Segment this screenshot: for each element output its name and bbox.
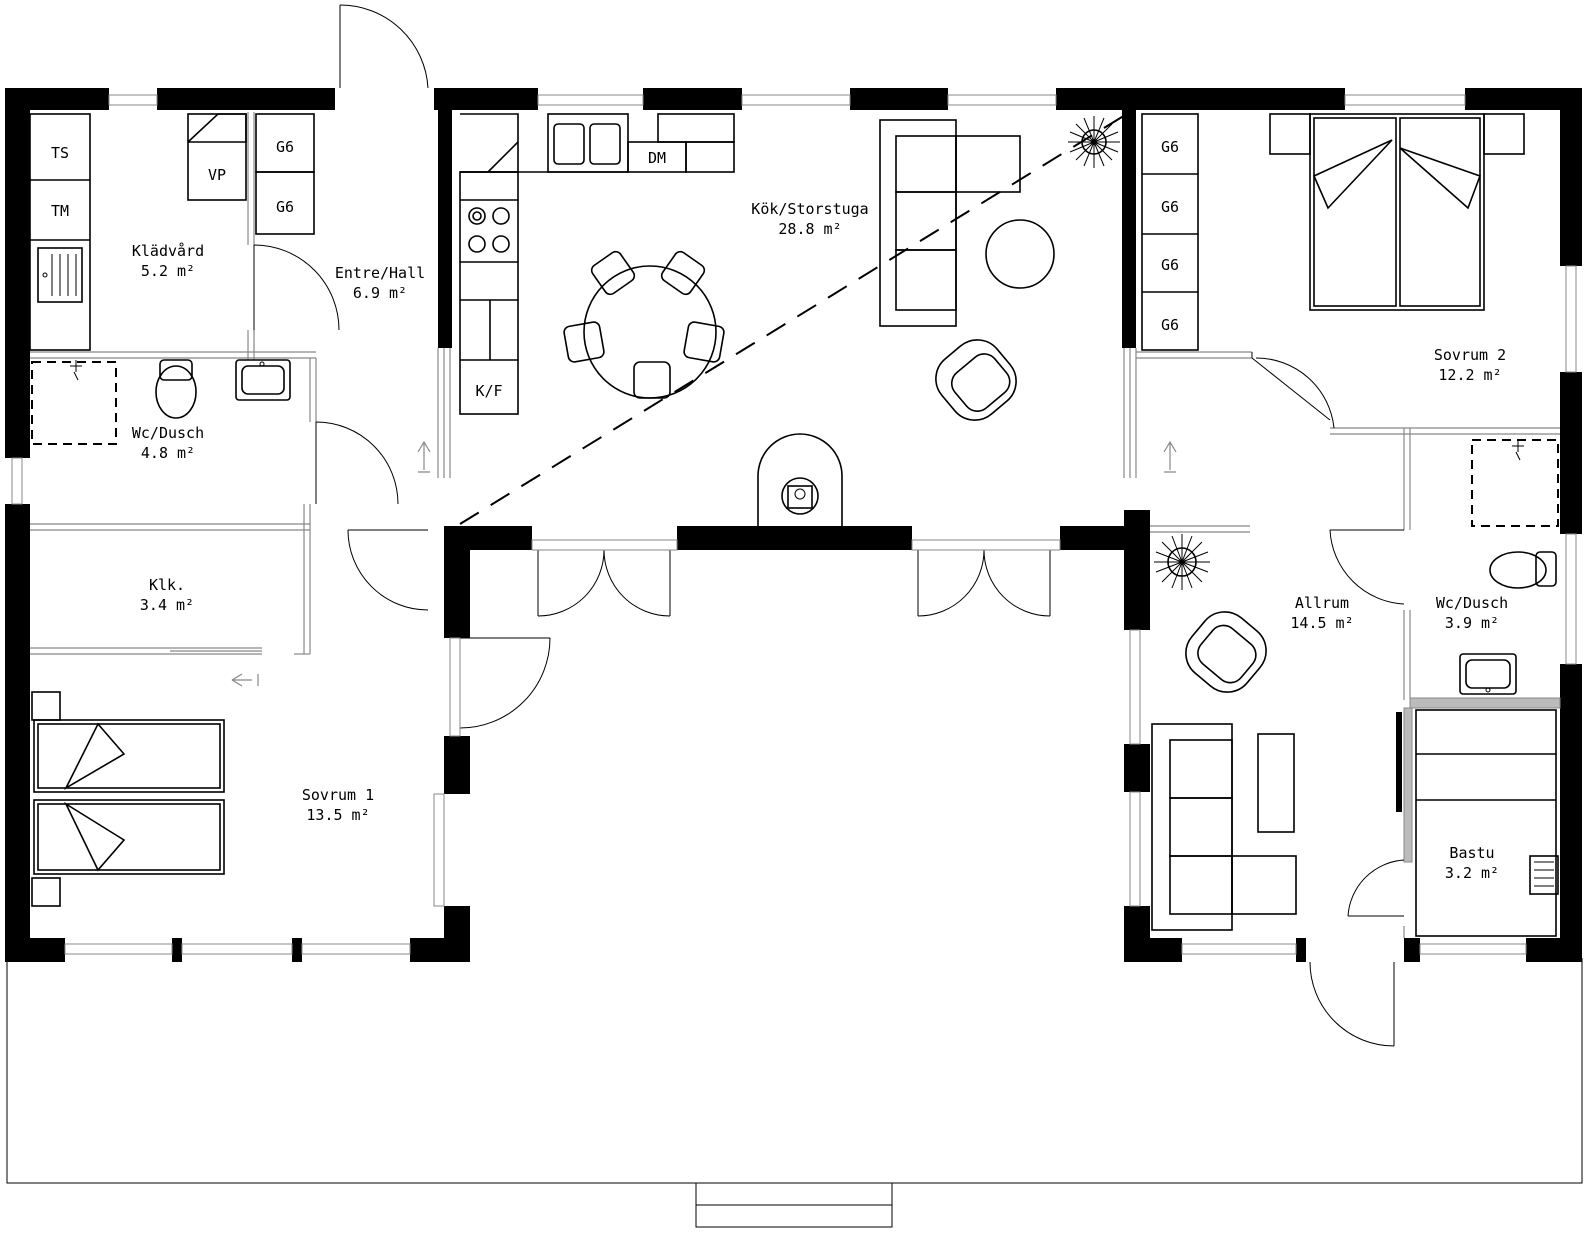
room-name-bastu: Bastu (1449, 844, 1494, 862)
room-name-wc1: Wc/Dusch (132, 424, 204, 442)
room-name-kladvard: Klädvård (132, 242, 204, 260)
plant-icon (1068, 116, 1120, 168)
fireplace-icon (781, 477, 819, 515)
room-area-sovrum2: 12.2 m² (1438, 366, 1501, 384)
label-g6-b: G6 (276, 198, 294, 216)
label-g6-f: G6 (1161, 316, 1179, 334)
room-area-kok: 28.8 m² (778, 220, 841, 238)
bedroom-2: G6 G6 G6 G6 (1141, 113, 1525, 351)
room-name-kok: Kök/Storstuga (751, 200, 868, 218)
label-g6-e: G6 (1161, 256, 1179, 274)
room-area-klk: 3.4 m² (140, 596, 194, 614)
laundry-room: TS TM VP G6 G6 (29, 113, 315, 351)
room-labels: Klädvård 5.2 m² Entre/Hall 6.9 m² Kök/St… (132, 200, 1508, 882)
interior-walls (30, 110, 1561, 938)
label-ts: TS (51, 144, 69, 162)
room-area-wc2: 3.9 m² (1445, 614, 1499, 632)
label-kf: K/F (475, 382, 502, 400)
label-g6-a: G6 (276, 138, 294, 156)
plant-icon (1154, 534, 1210, 590)
room-area-sovrum1: 13.5 m² (306, 806, 369, 824)
room-area-entre: 6.9 m² (353, 284, 407, 302)
kitchen: DM K/F (459, 113, 735, 415)
label-vp: VP (208, 166, 226, 184)
room-area-bastu: 3.2 m² (1445, 864, 1499, 882)
exterior-walls (5, 88, 1582, 962)
room-area-wc1: 4.8 m² (141, 444, 195, 462)
bathroom-2 (1459, 439, 1559, 695)
terrace-deck (6, 958, 1583, 1228)
family-room (1151, 534, 1297, 931)
doors (253, 4, 1405, 1047)
room-name-sovrum2: Sovrum 2 (1434, 346, 1506, 364)
room-area-allrum: 14.5 m² (1290, 614, 1353, 632)
sauna (1415, 709, 1559, 937)
room-name-klk: Klk. (149, 576, 185, 594)
dining-table (563, 250, 725, 399)
sauna-stove-icon (1529, 855, 1559, 895)
label-dm: DM (648, 149, 666, 167)
room-name-allrum: Allrum (1295, 594, 1349, 612)
label-tm: TM (51, 202, 69, 220)
room-area-kladvard: 5.2 m² (141, 262, 195, 280)
room-name-wc2: Wc/Dusch (1436, 594, 1508, 612)
room-name-sovrum1: Sovrum 1 (302, 786, 374, 804)
living-furniture (417, 111, 1177, 526)
bathroom-1 (31, 359, 291, 445)
room-name-entre: Entre/Hall (335, 264, 425, 282)
windows (11, 94, 1577, 955)
label-g6-c: G6 (1161, 138, 1179, 156)
bedroom-1 (31, 673, 259, 907)
label-g6-d: G6 (1161, 198, 1179, 216)
